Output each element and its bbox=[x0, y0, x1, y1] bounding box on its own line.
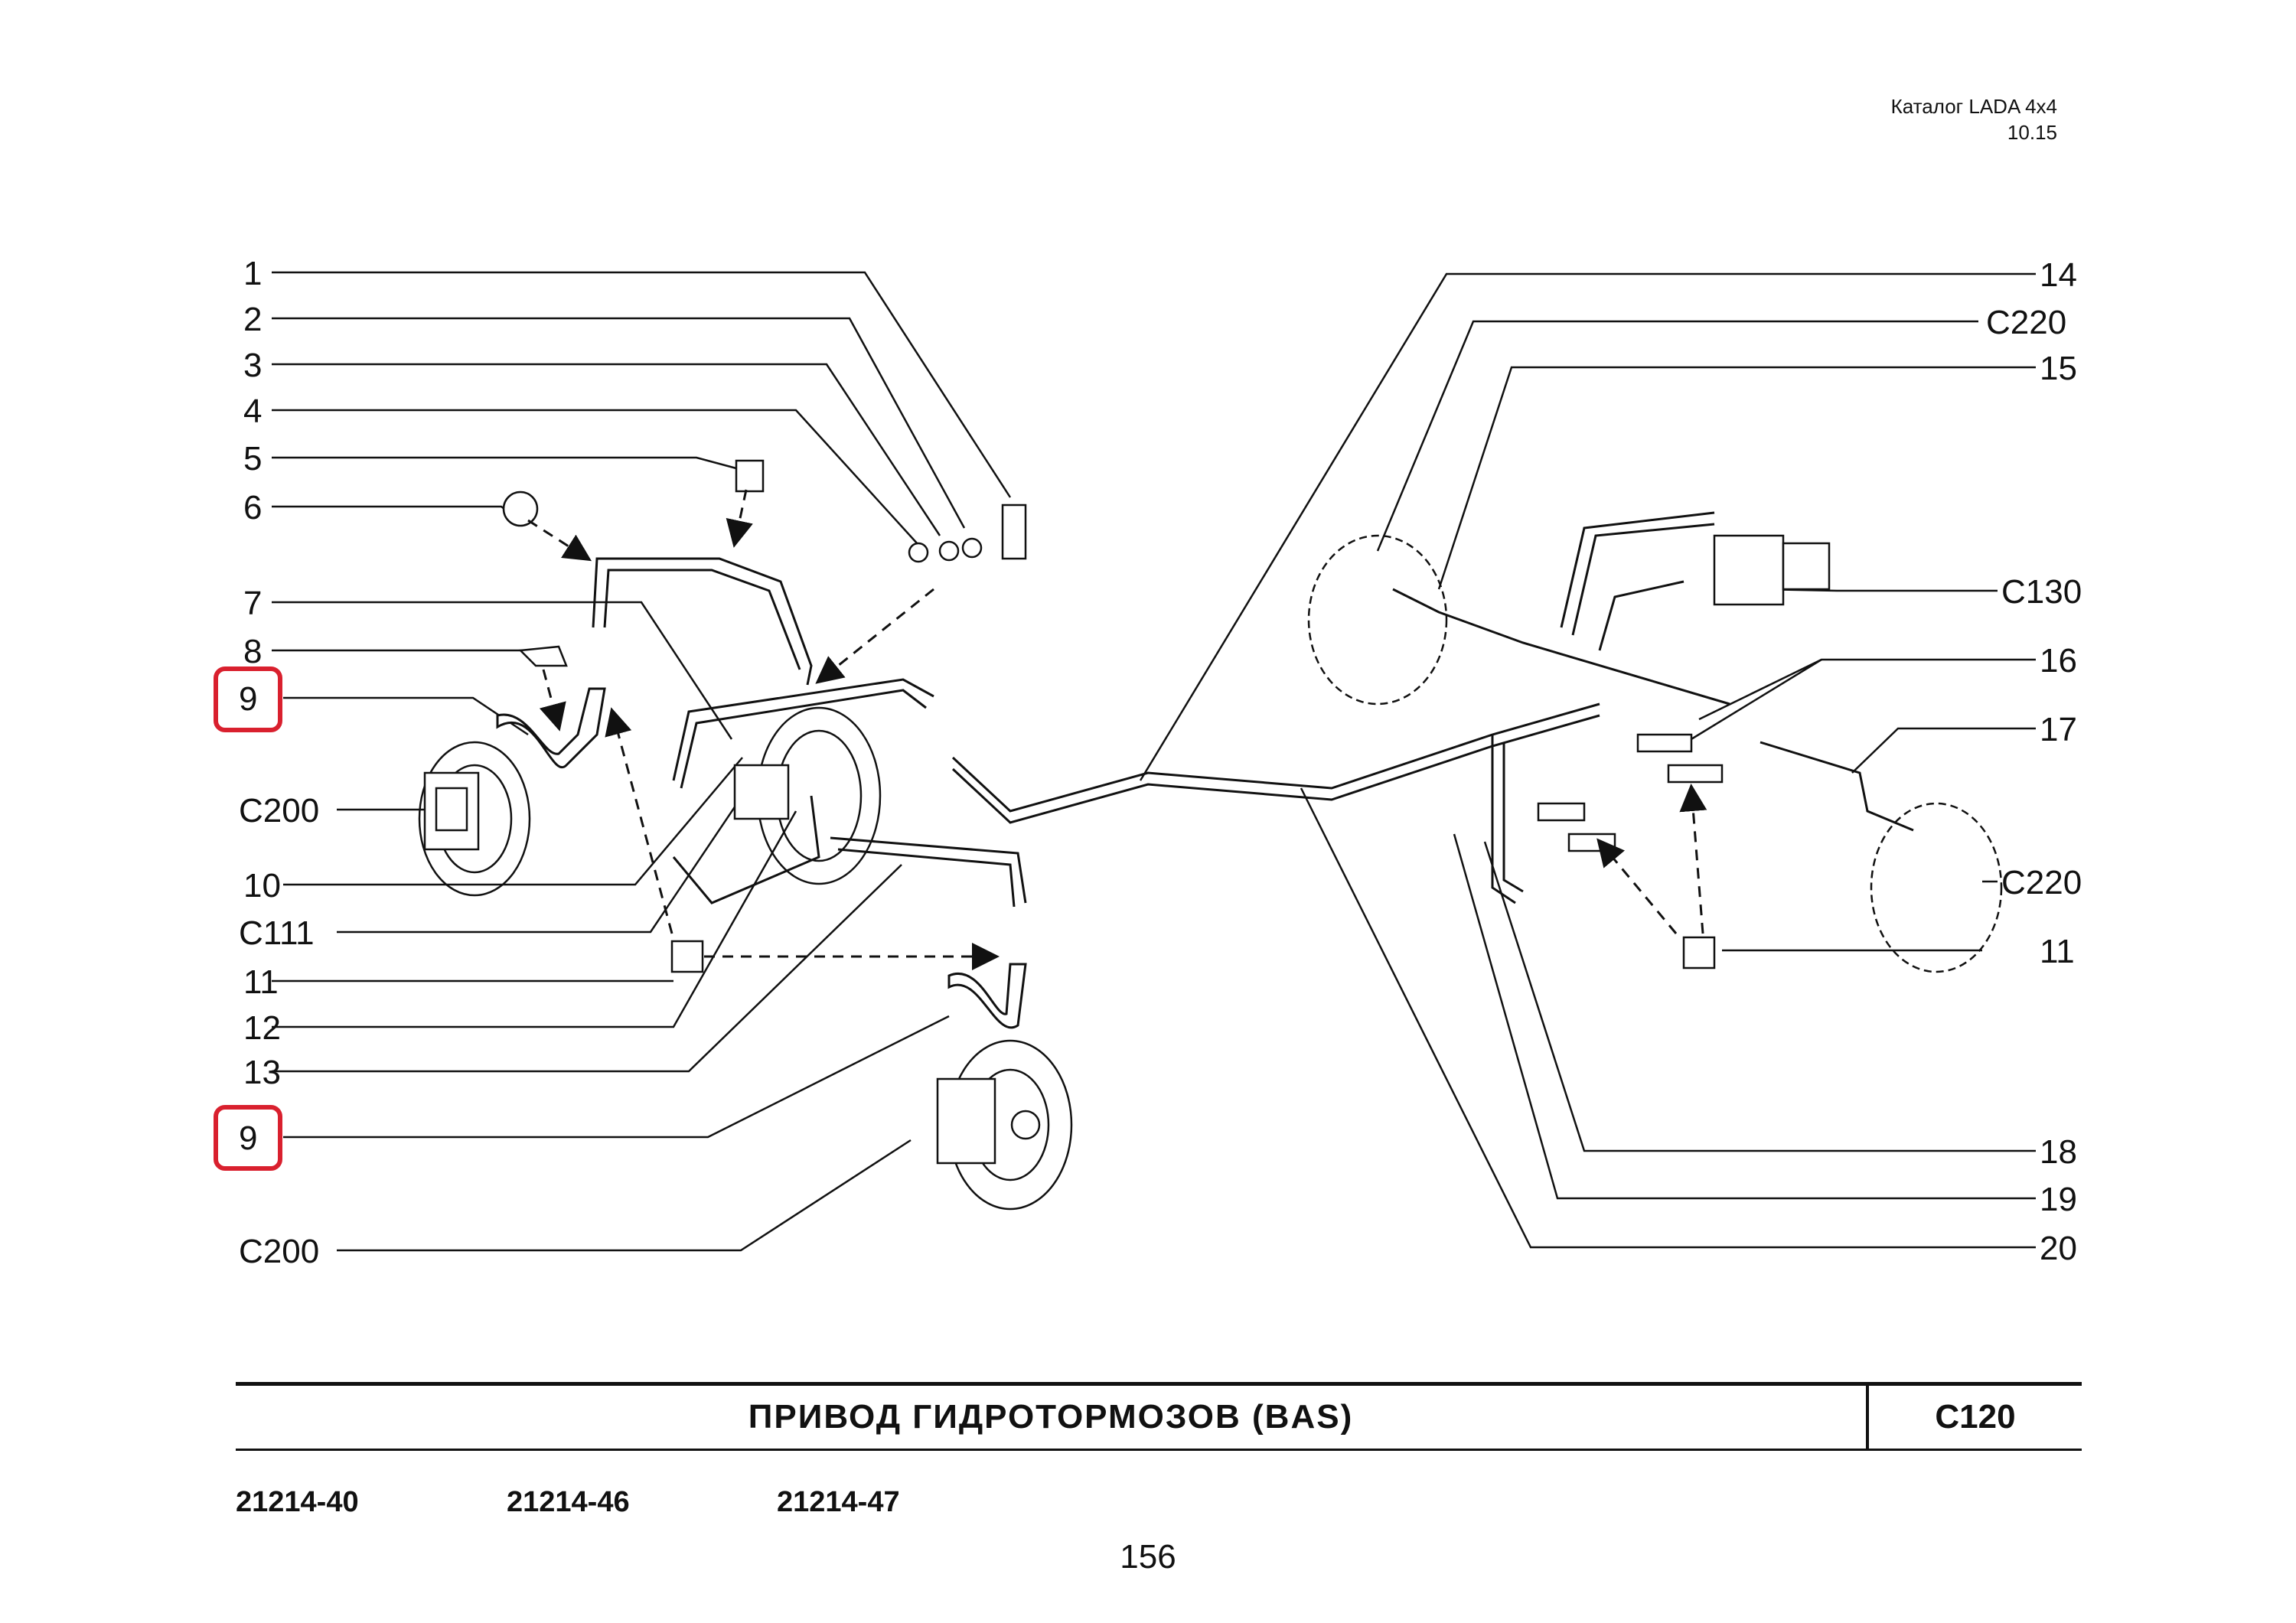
callout-11-left: 11 bbox=[243, 963, 279, 1001]
callout-12: 12 bbox=[243, 1009, 281, 1047]
callout-6: 6 bbox=[243, 489, 262, 526]
callout-13: 13 bbox=[243, 1054, 281, 1091]
title-bar: ПРИВОД ГИДРОТОРМОЗОВ (BAS) C120 bbox=[236, 1382, 2082, 1451]
brake-hoses bbox=[496, 687, 1027, 1029]
callout-5: 5 bbox=[243, 440, 262, 477]
highlight-boxes bbox=[214, 666, 282, 1171]
callout-c200-upper: C200 bbox=[239, 792, 319, 829]
callout-c220-upper: C220 bbox=[1986, 304, 2066, 341]
callout-10: 10 bbox=[243, 867, 281, 904]
callout-2: 2 bbox=[243, 301, 262, 338]
callout-18: 18 bbox=[2040, 1133, 2077, 1171]
left-callouts: 1 2 3 4 5 6 7 8 9 C200 10 C111 11 12 13 … bbox=[239, 255, 319, 1270]
callout-1: 1 bbox=[243, 255, 262, 292]
callout-c220-lower: C220 bbox=[2001, 864, 2082, 901]
catalog-title: Каталог LADA 4x4 bbox=[1890, 95, 2057, 118]
callout-14: 14 bbox=[2040, 256, 2077, 294]
left-leader-lines bbox=[272, 271, 1012, 1252]
right-leader-lines bbox=[1139, 272, 2036, 1249]
section-title: ПРИВОД ГИДРОТОРМОЗОВ (BAS) bbox=[748, 1398, 1354, 1436]
callout-8: 8 bbox=[243, 633, 262, 670]
front-left-disc bbox=[418, 741, 531, 897]
callout-11-right: 11 bbox=[2040, 933, 2075, 970]
model-code-1: 21214-40 bbox=[236, 1486, 359, 1518]
callout-4: 4 bbox=[243, 393, 262, 430]
highlight-box-9-lower bbox=[214, 1105, 282, 1171]
callout-7: 7 bbox=[243, 585, 262, 622]
callout-9-lower: 9 bbox=[239, 1119, 257, 1157]
highlight-box-9-upper bbox=[214, 666, 282, 732]
master-cylinder bbox=[733, 706, 882, 885]
model-code-2: 21214-46 bbox=[507, 1486, 630, 1518]
callout-19: 19 bbox=[2040, 1181, 2077, 1218]
title-divider bbox=[1866, 1386, 1869, 1449]
callout-15: 15 bbox=[2040, 350, 2077, 387]
catalog-header: Каталог LADA 4x4 10.15 bbox=[1891, 93, 2057, 145]
pressure-regulator bbox=[1713, 534, 1831, 606]
callout-3: 3 bbox=[243, 347, 262, 384]
catalog-date: 10.15 bbox=[2007, 121, 2057, 144]
callout-c111: C111 bbox=[239, 914, 315, 952]
page-number: 156 bbox=[1120, 1538, 1176, 1576]
section-code: C120 bbox=[1935, 1398, 2016, 1436]
front-right-disc bbox=[936, 1039, 1073, 1211]
rear-drums bbox=[1307, 534, 2003, 973]
callout-c130: C130 bbox=[2001, 573, 2082, 611]
explode-arrows bbox=[527, 489, 1707, 970]
model-code-3: 21214-47 bbox=[777, 1486, 900, 1518]
callout-16: 16 bbox=[2040, 642, 2077, 680]
fittings bbox=[502, 459, 1724, 973]
callout-20: 20 bbox=[2040, 1230, 2077, 1267]
callout-9-upper: 9 bbox=[239, 680, 257, 718]
callout-c200-lower: C200 bbox=[239, 1233, 319, 1270]
callout-17: 17 bbox=[2040, 711, 2077, 748]
brake-pipes bbox=[592, 511, 1914, 908]
right-callouts: 14 C220 15 C130 16 17 C220 11 18 19 20 bbox=[1986, 256, 2082, 1267]
